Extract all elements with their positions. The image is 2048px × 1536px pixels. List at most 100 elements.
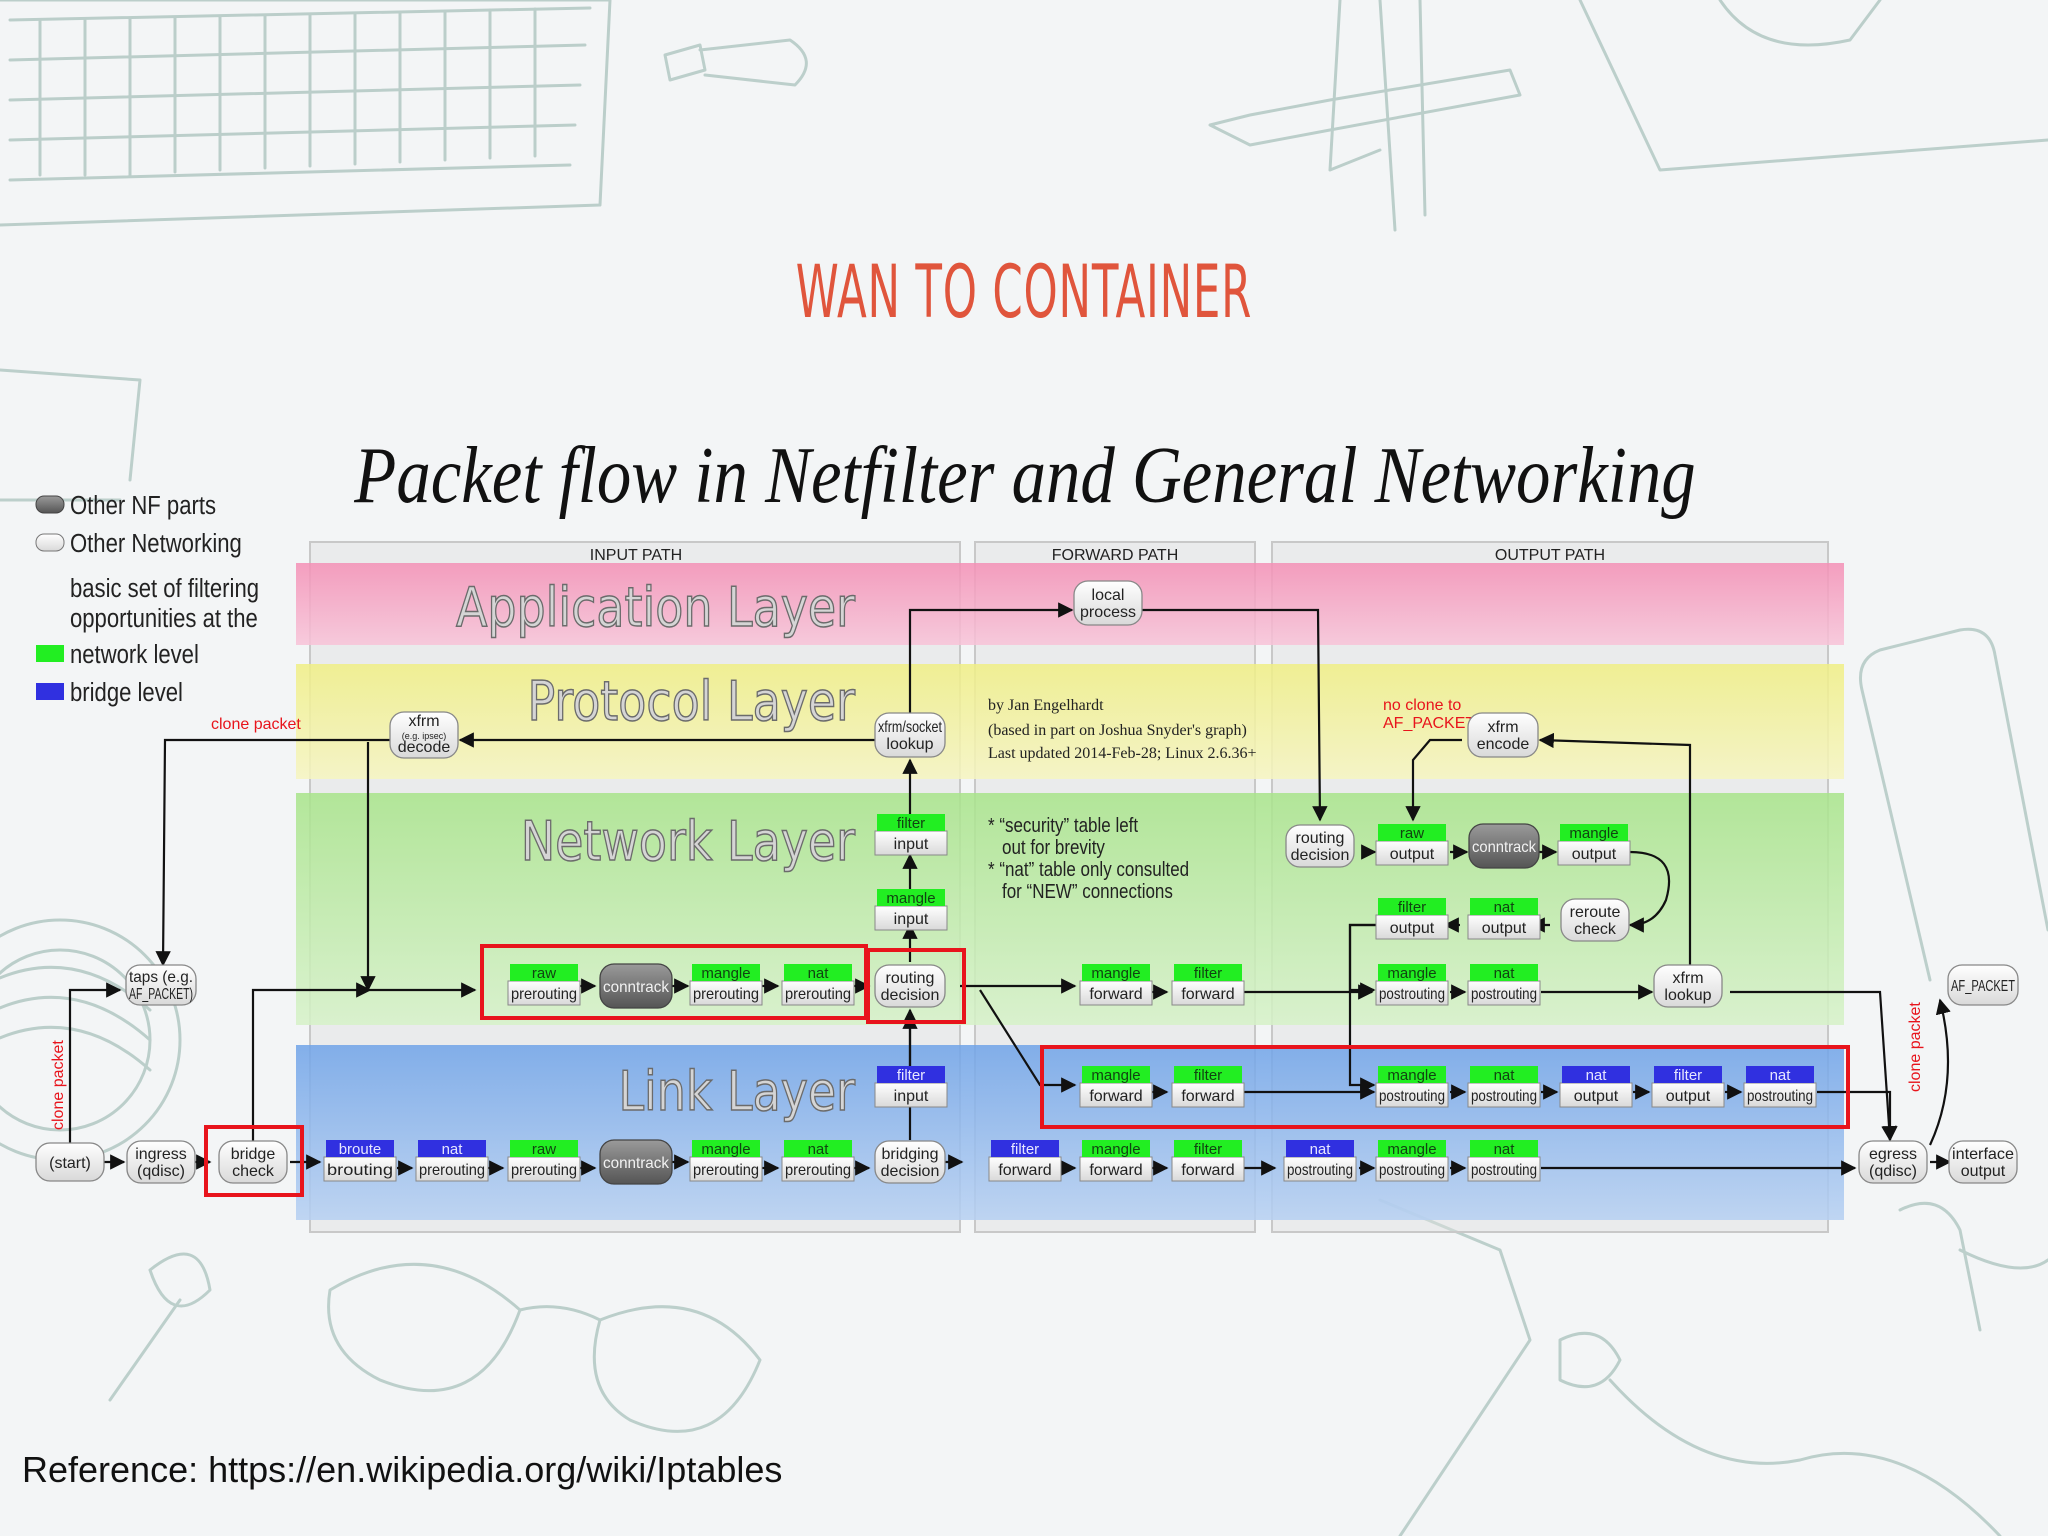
credits-line1: by Jan Engelhardt — [988, 697, 1104, 714]
chain-name-label: forward — [1089, 1162, 1142, 1179]
node-label: bridging — [882, 1146, 939, 1163]
node-label: routing — [1296, 830, 1345, 847]
chain-table-label: filter — [1194, 1141, 1222, 1158]
note-line3: * “nat” table only consulted — [988, 858, 1189, 881]
red-labels: clone packet no clone to AF_PACKET clone… — [50, 697, 1924, 1130]
chain-name-label: postrouting — [1379, 1162, 1445, 1179]
chain-table-label: nat — [442, 1141, 464, 1158]
node-label: conntrack — [1472, 839, 1537, 856]
credits-line3: Last updated 2014-Feb-28; Linux 2.6.36+ — [988, 745, 1257, 762]
chain-name-label: output — [1574, 1088, 1619, 1105]
chain-name-label: forward — [1089, 986, 1142, 1003]
glasses-doodle — [327, 1262, 762, 1433]
node-label: xfrm/socket — [878, 719, 942, 736]
chain-table-label: raw — [532, 1141, 556, 1158]
highlight-routing-decision — [866, 948, 966, 1024]
node-label: decision — [1291, 847, 1350, 864]
node-label: interface — [1952, 1146, 2014, 1163]
legend: Other NF parts Other Networking basic se… — [35, 491, 259, 707]
notebook-doodle — [1208, 0, 2048, 232]
node-label: (start) — [49, 1155, 91, 1172]
chain-name-label: postrouting — [1471, 986, 1537, 1003]
forward-path-label: FORWARD PATH — [1052, 547, 1179, 564]
chain-filter-output-net: filter output — [1375, 898, 1449, 940]
chain-table-label: nat — [808, 965, 830, 982]
input-path-label: INPUT PATH — [590, 547, 682, 564]
chain-table-label: filter — [1674, 1067, 1702, 1084]
chain-table-label: filter — [1194, 1067, 1222, 1084]
chain-mangle-input-net: mangle input — [874, 889, 948, 931]
chain-name-label: brouting — [327, 1162, 393, 1179]
node-label: routing — [886, 970, 935, 987]
legend-network-level-label: network level — [70, 640, 199, 669]
chain-name-label: input — [894, 836, 929, 853]
chain-table-label: nat — [1494, 1141, 1516, 1158]
chain-name-label: input — [894, 911, 929, 928]
spoon-doodle — [108, 1252, 212, 1402]
chain-name-label: postrouting — [1287, 1162, 1353, 1179]
chain-table-label: nat — [808, 1141, 830, 1158]
chain-name-label: output — [1482, 920, 1527, 937]
chain-table-label: mangle — [886, 890, 935, 907]
flow-arrows — [68, 602, 1952, 1176]
chain-table-label: mangle — [1569, 825, 1618, 842]
reference-link[interactable]: Reference: https://en.wikipedia.org/wiki… — [22, 1449, 783, 1490]
earphones-doodle — [1378, 1198, 2048, 1536]
clone-packet-label: clone packet — [211, 716, 301, 733]
node-label: egress — [1869, 1146, 1917, 1163]
network-layer-label: Network Layer — [521, 809, 856, 873]
node-label: decision — [881, 987, 940, 1004]
legend-other-nf-swatch — [35, 495, 65, 514]
chain-name-label: output — [1390, 920, 1435, 937]
highlight-bridge-check — [204, 1125, 304, 1197]
node-label: output — [1961, 1163, 2006, 1180]
usb-stick-doodle — [663, 38, 808, 87]
node-label: (qdisc) — [1869, 1163, 1917, 1180]
node-label: decision — [881, 1163, 940, 1180]
protocol-layer-label: Protocol Layer — [527, 669, 855, 733]
chain-name-label: output — [1666, 1088, 1711, 1105]
legend-other-networking-label: Other Networking — [70, 529, 242, 558]
chain-table-label: mangle — [1387, 1067, 1436, 1084]
note-line2: out for brevity — [1002, 836, 1106, 859]
legend-network-level-swatch — [36, 645, 64, 662]
keyboard-doodle — [0, 0, 612, 227]
node-label: conntrack — [603, 1155, 670, 1172]
credits: by Jan Engelhardt (based in part on Josh… — [988, 697, 1257, 762]
chain-table-label: filter — [1398, 899, 1426, 916]
node-label: xfrm — [1672, 970, 1703, 987]
chain-table-label: mangle — [1091, 1141, 1140, 1158]
node-taps: taps (e.g.AF_PACKET) — [125, 964, 197, 1006]
legend-bridge-level-label: bridge level — [70, 678, 183, 707]
no-clone-label-1: no clone to — [1383, 697, 1461, 714]
node-label: AF_PACKET — [1951, 978, 2015, 995]
chain-table-label: mangle — [1387, 1141, 1436, 1158]
chain-name-label: postrouting — [1747, 1088, 1813, 1105]
node-label: bridge — [231, 1146, 276, 1163]
node-label: lookup — [1664, 987, 1711, 1004]
diagram-title: Packet flow in Netfilter and General Net… — [353, 432, 1695, 520]
node-label: xfrm — [1487, 719, 1518, 736]
chain-table-label: mangle — [701, 1141, 750, 1158]
chain-name-label: forward — [1089, 1088, 1142, 1105]
chain-table-label: filter — [1011, 1141, 1039, 1158]
chain-name-label: output — [1572, 846, 1617, 863]
